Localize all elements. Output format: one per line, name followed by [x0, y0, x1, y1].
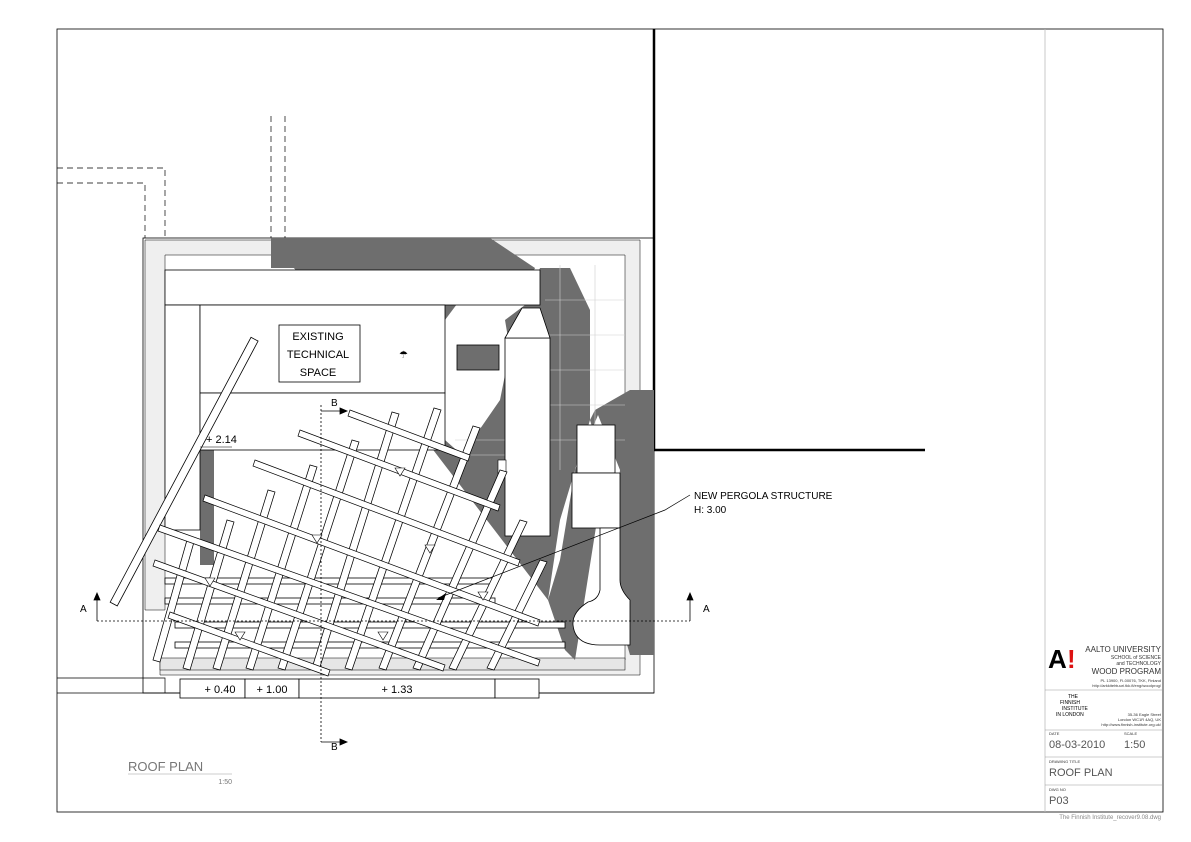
- title-block-lines: [1045, 689, 1163, 786]
- tb-inst-address-3: http://www.finnish-institute.org.uk/: [1101, 722, 1161, 727]
- existing-label-line-3: SPACE: [300, 367, 336, 379]
- section-lines: [97, 405, 690, 742]
- tb-institute-1: THE: [1068, 694, 1078, 700]
- stair-enclosure: [504, 307, 631, 646]
- neighbour-building-wall: [652, 29, 925, 452]
- tb-drawing-no: P03: [1049, 795, 1069, 807]
- tb-institute-3: INSTITUTE: [1062, 706, 1088, 712]
- section-arrows: [93, 407, 694, 746]
- sheet-border: [56, 28, 1164, 813]
- section-b-bottom: B: [331, 742, 338, 753]
- level-bottom-3: + 1.33: [382, 684, 413, 696]
- pergola-cross-members: [152, 409, 541, 677]
- tb-school-1: SCHOOL of SCIENCE: [1110, 655, 1161, 661]
- tb-program: WOOD PROGRAM: [1091, 667, 1161, 676]
- svg-text:A: A: [1048, 644, 1067, 674]
- tb-institute-4: IN LONDON: [1056, 712, 1084, 718]
- skylight: [456, 344, 500, 371]
- existing-label-line-2: TECHNICAL: [287, 349, 349, 361]
- level-boxes: [179, 678, 540, 699]
- tb-drawing-title-label: DRAWING TITLE: [1049, 759, 1081, 764]
- level-bottom-2: + 1.00: [257, 684, 288, 696]
- tb-drawing-title: ROOF PLAN: [1049, 767, 1113, 779]
- tb-university: AALTO UNIVERSITY: [1085, 645, 1161, 654]
- tb-filename: The Finnish Institute_recover9.08.dwg: [1059, 815, 1161, 821]
- tb-inst-address-1: 35-36 Eagle Street: [1127, 712, 1161, 717]
- tb-scale-label: SCALE: [1124, 731, 1138, 736]
- pergola-label: NEW PERGOLA STRUCTURE: [694, 491, 833, 502]
- plan-scale: 1:50: [218, 779, 232, 786]
- svg-text:!: !: [1067, 644, 1076, 674]
- pergola-height: H: 3.00: [694, 505, 727, 516]
- existing-technical-box: [278, 324, 361, 383]
- tb-address-2: http://arkkitehtuuri.tkk.fi/eng/woodprog…: [1092, 683, 1161, 688]
- tb-institute-2: FINNISH: [1060, 700, 1080, 706]
- pergola-connection-nodes: [204, 467, 489, 641]
- tb-inst-address-2: London WC1R 4AQ, UK: [1117, 717, 1161, 722]
- section-a-right: A: [703, 604, 710, 615]
- level-bottom-1: + 0.40: [205, 684, 236, 696]
- drain-symbol: ☂: [399, 350, 408, 361]
- tb-date: 08-03-2010: [1049, 739, 1106, 751]
- existing-label-line-1: EXISTING: [292, 331, 343, 343]
- tb-school-2: and TECHNOLOGY: [1116, 661, 1161, 667]
- tb-scale: 1:50: [1124, 739, 1146, 751]
- pergola-leader-line: [437, 494, 691, 599]
- tb-date-label: DATE: [1049, 731, 1060, 736]
- tb-address-1: PL 13900, FI-00076, TKK, Finland: [1100, 678, 1161, 683]
- tb-drawing-no-label: DWG NO: [1049, 787, 1066, 792]
- level-existing: + 2.14: [206, 434, 237, 446]
- pergola-structure: [109, 336, 566, 649]
- aalto-logo: A !: [1048, 644, 1076, 674]
- section-a-left: A: [80, 604, 87, 615]
- plan-title: ROOF PLAN: [128, 759, 203, 774]
- section-b-top: B: [331, 398, 338, 409]
